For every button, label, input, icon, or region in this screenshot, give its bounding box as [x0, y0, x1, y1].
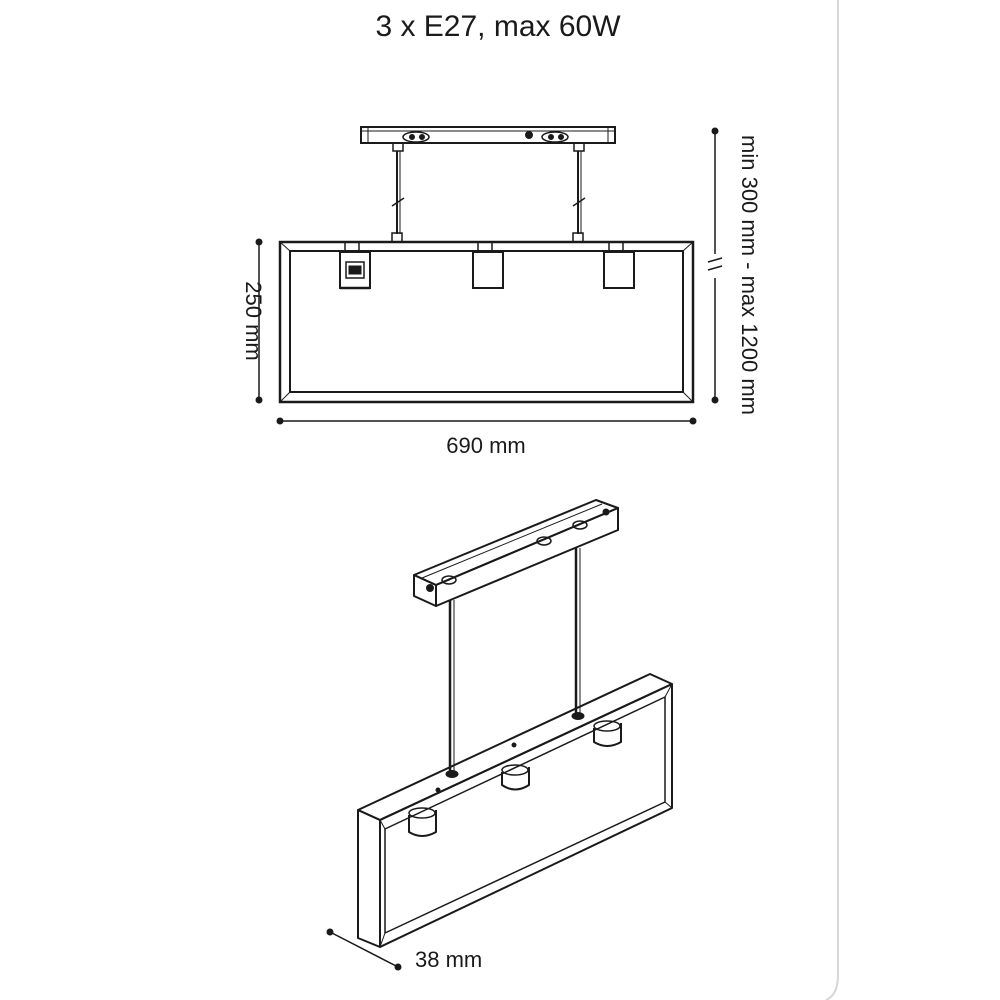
height-dimension-label: 250 mm	[241, 281, 266, 360]
suspension-dimension-line	[707, 127, 723, 404]
lamp-spec-title: 3 x E27, max 60W	[375, 10, 621, 43]
front-socket-3	[603, 241, 635, 289]
front-frame	[278, 240, 695, 404]
suspension-dimension-label: min 300 mm - max 1200 mm	[737, 135, 762, 415]
perspective-socket-1	[408, 807, 437, 837]
perspective-frame-mounts	[435, 712, 585, 793]
perspective-socket-2	[501, 764, 530, 791]
perspective-view	[357, 499, 673, 948]
perspective-frame	[357, 673, 673, 948]
depth-dimension-line	[326, 928, 402, 971]
width-dimension-label: 690 mm	[446, 433, 525, 458]
width-dimension-line	[276, 417, 697, 425]
front-canopy	[360, 126, 616, 144]
front-suspension-cables	[391, 142, 586, 243]
perspective-canopy	[413, 499, 619, 607]
front-socket-1	[339, 241, 371, 290]
page-edge	[825, 0, 839, 1000]
perspective-socket-3	[593, 720, 622, 747]
depth-dimension-label: 38 mm	[415, 947, 482, 972]
front-socket-2	[472, 241, 504, 289]
height-dimension-line	[255, 238, 263, 404]
front-view	[278, 126, 695, 404]
perspective-suspension-cables	[448, 548, 581, 772]
